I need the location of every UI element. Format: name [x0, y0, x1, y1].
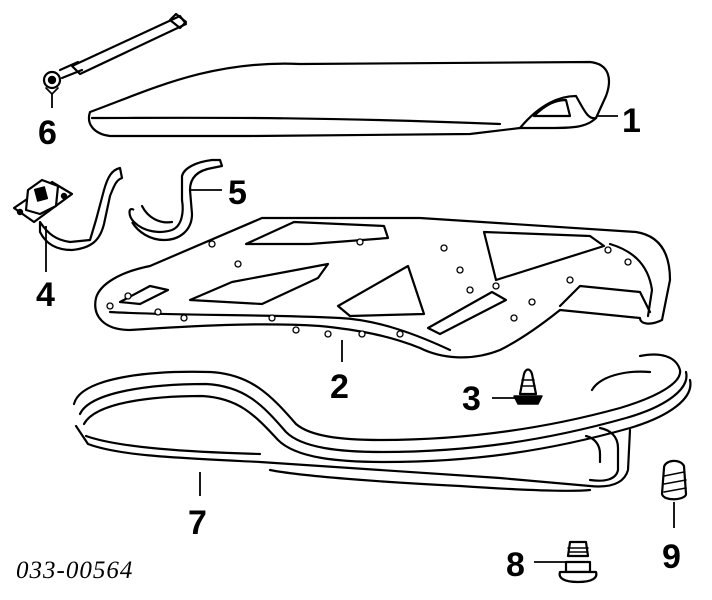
latch-bracket-part-4	[12, 166, 124, 272]
hinge-bracket-part-5	[128, 158, 224, 242]
weatherstrip-part-7	[72, 353, 692, 496]
callout-8: 8	[506, 546, 525, 584]
callout-7: 7	[188, 504, 207, 542]
inner-panel-part-2	[94, 216, 672, 362]
callout-2: 2	[330, 368, 349, 406]
callout-5: 5	[228, 174, 247, 212]
callout-9: 9	[662, 538, 681, 576]
callout-3: 3	[462, 380, 481, 418]
callout-6: 6	[38, 114, 57, 152]
hood-panel-part-1	[87, 60, 618, 138]
callout-4: 4	[36, 276, 55, 314]
bumper-part-9	[660, 459, 688, 528]
grommet-part-8	[534, 540, 598, 584]
document-number: 033-00564	[16, 557, 133, 584]
push-clip-part-3	[492, 368, 543, 405]
strut-part-6	[42, 12, 188, 108]
callout-1: 1	[622, 102, 641, 140]
